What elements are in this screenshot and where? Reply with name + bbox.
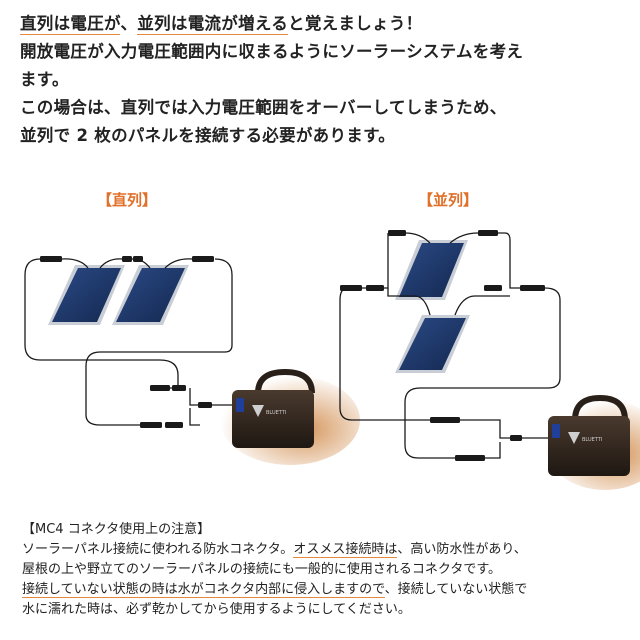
notes-line-2: 屋根の上や野立てのソーラーパネルの接続にも一般的に使用されるコネクタです。 — [22, 562, 502, 577]
parallel-mc4-connectors — [340, 230, 545, 461]
parallel-label: 【並列】 — [418, 191, 479, 209]
parallel-panel-1 — [395, 240, 468, 300]
series-panel-2 — [112, 265, 189, 325]
intro-text: 直列は電圧が、並列は電流が増えると覚えましょう！ 開放電圧が入力電圧範囲内に収ま… — [20, 10, 630, 150]
intro-line-4: この場合は、直列では入力電圧範囲をオーバーしてしまうため、 — [20, 98, 507, 117]
notes-highlight-connected: オスメス接続時は — [293, 542, 398, 558]
intro-line-1: 直列は電圧が、並列は電流が増えると覚えましょう！ — [20, 14, 423, 35]
notes-line-4: 水に濡れた時は、必ず乾かしてから使用するようにしてください。 — [22, 602, 411, 617]
notes-line-1: ソーラーパネル接続に使われる防水コネクタ。オスメス接続時は、高い防水性があり、 — [22, 542, 527, 558]
series-mc4-connectors — [40, 256, 214, 428]
notes-highlight-disconnected: 接続していない状態の時は水がコネクタ内部に侵入しますので — [22, 582, 385, 598]
parallel-brand-text: BLUETTI — [582, 437, 602, 443]
notes-line-3: 接続していない状態の時は水がコネクタ内部に侵入しますので、接続していない状態で — [22, 582, 528, 598]
parallel-panel-2 — [395, 315, 470, 373]
intro-highlight-voltage: 直列は電圧が — [20, 14, 121, 35]
intro-line-5: 並列で 2 枚のパネルを接続する必要があります。 — [20, 126, 396, 145]
series-brand-text: BLUETTI — [266, 410, 286, 416]
series-cables — [24, 258, 233, 426]
intro-line-2: 開放電圧が入力電圧範囲内に収まるようにソーラーシステムを考え — [20, 42, 524, 61]
intro-line-3: ます。 — [20, 70, 69, 89]
mc4-notes: 【MC4 コネクタ使用上の注意】 ソーラーパネル接続に使われる防水コネクタ。オス… — [22, 520, 632, 620]
intro-highlight-current: 並列は電流が増える — [137, 14, 289, 35]
series-power-station: BLUETTI — [220, 368, 360, 465]
series-panel-1 — [48, 265, 125, 325]
series-label: 【直列】 — [97, 191, 158, 209]
notes-header: 【MC4 コネクタ使用上の注意】 — [22, 522, 211, 537]
parallel-power-station: BLUETTI — [545, 394, 640, 490]
